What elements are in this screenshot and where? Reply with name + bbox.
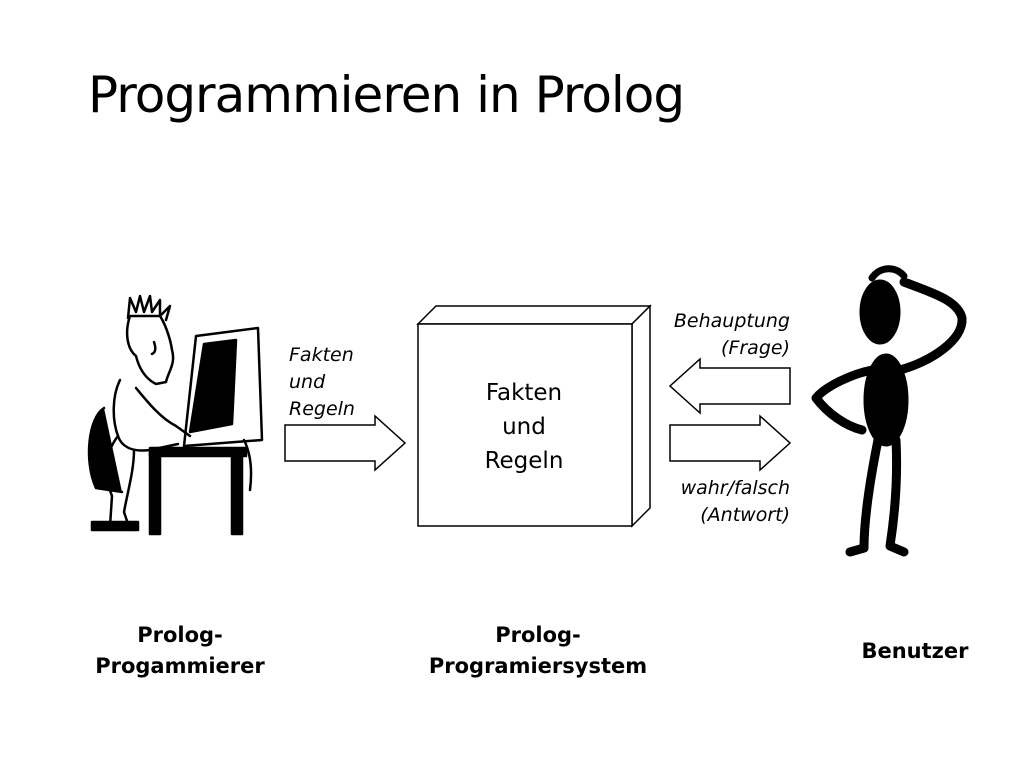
query-arrow [668, 357, 791, 415]
input-label-line1: Fakten [289, 344, 354, 366]
query-label-line1: Behauptung [673, 310, 790, 332]
thinking-person-icon [811, 265, 967, 557]
system-role-label: Prolog- Programiersystem [400, 620, 676, 682]
user-role-line1: Benutzer [861, 639, 969, 663]
programmer-role-line1: Prolog- [137, 623, 223, 647]
input-label-line3: Regeln [289, 398, 355, 420]
knowledge-box-line2: und [502, 414, 546, 440]
answer-label-line2: (Antwort) [700, 504, 790, 526]
user-role-label: Benutzer [810, 636, 1020, 667]
query-label-line2: (Frage) [721, 337, 790, 359]
input-edge-label: Fakten und Regeln [289, 342, 355, 423]
knowledge-box [416, 304, 652, 528]
answer-label-line1: wahr/falsch [680, 477, 790, 499]
input-arrow [284, 414, 407, 472]
programmer-role-label: Prolog- Progammierer [70, 620, 290, 682]
knowledge-box-line3: Regeln [484, 448, 564, 474]
knowledge-box-label: Fakten und Regeln [418, 376, 630, 478]
programmer-at-computer-icon [87, 294, 264, 536]
knowledge-box-line1: Fakten [485, 380, 563, 406]
answer-edge-label: wahr/falsch (Antwort) [681, 475, 790, 529]
query-edge-label: Behauptung (Frage) [674, 308, 790, 362]
system-role-line1: Prolog- [495, 623, 581, 647]
input-label-line2: und [289, 371, 326, 393]
slide-title: Programmieren in Prolog [88, 66, 685, 124]
programmer-role-line2: Progammierer [95, 654, 265, 678]
answer-arrow [669, 414, 792, 472]
system-role-line2: Programiersystem [428, 654, 648, 678]
